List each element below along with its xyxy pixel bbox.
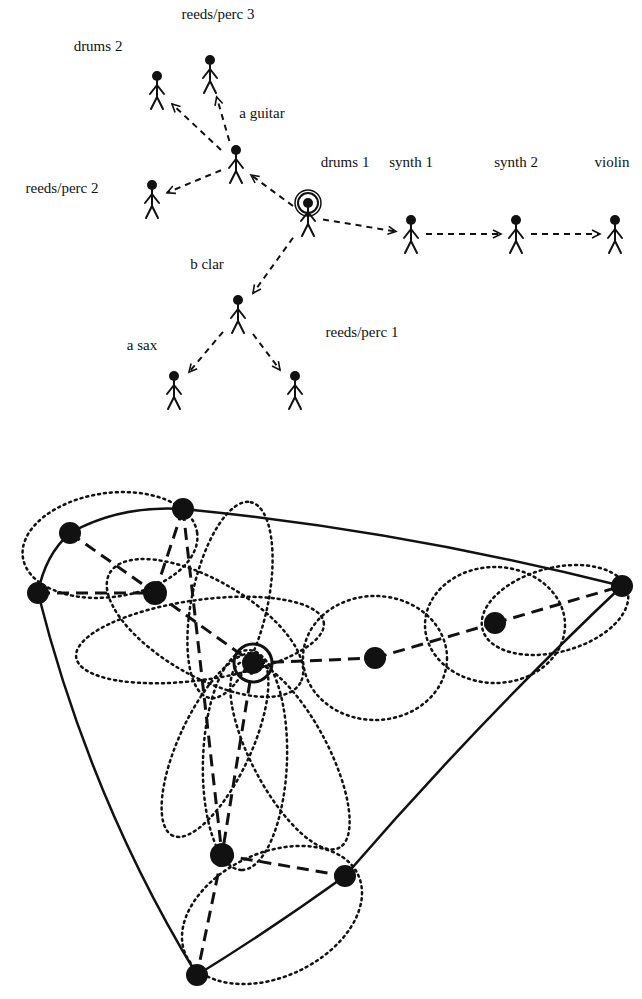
dashed-arrow xyxy=(172,104,221,150)
musician-label: synth 1 xyxy=(387,153,435,171)
musician-node: a guitar xyxy=(224,144,248,184)
musician-node: synth 1 xyxy=(399,214,423,254)
stick-figure xyxy=(162,370,186,410)
musician-label: a sax xyxy=(125,336,159,354)
musician-label: b clar xyxy=(188,255,226,273)
dashed-arrow xyxy=(217,97,230,141)
musician-node: reeds/perc 1 xyxy=(283,370,307,410)
musician-node: reeds/perc 3 xyxy=(198,54,222,94)
dashed-arrow xyxy=(189,332,223,372)
musician-label: synth 2 xyxy=(492,153,540,171)
stick-figure xyxy=(145,70,169,110)
dashed-arrow xyxy=(251,175,293,206)
dashed-arrow xyxy=(323,219,396,231)
musician-label: reeds/perc 2 xyxy=(24,179,101,197)
musician-node: violin xyxy=(603,214,627,254)
dashed-arrow xyxy=(253,334,280,370)
dashed-arrow xyxy=(253,238,293,293)
musician-label: reeds/perc 3 xyxy=(180,5,257,23)
musician-node: reeds/perc 2 xyxy=(140,179,164,219)
musician-node: synth 2 xyxy=(504,214,528,254)
musician-label: drums 2 xyxy=(72,37,125,55)
stick-figure xyxy=(603,214,627,254)
musician-label: drums 1 xyxy=(319,153,372,171)
musician-node: a sax xyxy=(162,370,186,410)
stick-figure xyxy=(399,214,423,254)
dashed-arrow xyxy=(531,233,600,235)
stick-figure xyxy=(226,294,250,334)
stick-figure xyxy=(198,54,222,94)
stick-figure xyxy=(283,370,307,410)
stick-figure xyxy=(504,214,528,254)
musician-label: a guitar xyxy=(237,104,286,122)
dashed-arrow xyxy=(426,233,501,235)
stick-figure xyxy=(140,179,164,219)
musician-node: drums 2 xyxy=(145,70,169,110)
musician-node: b clar xyxy=(226,294,250,334)
musician-label: reeds/perc 1 xyxy=(324,323,401,341)
stick-figure xyxy=(224,144,248,184)
stick-figure xyxy=(296,197,320,237)
musician-label: violin xyxy=(593,153,632,171)
musician-node: drums 1 xyxy=(296,197,320,237)
dashed-arrow xyxy=(167,170,221,193)
